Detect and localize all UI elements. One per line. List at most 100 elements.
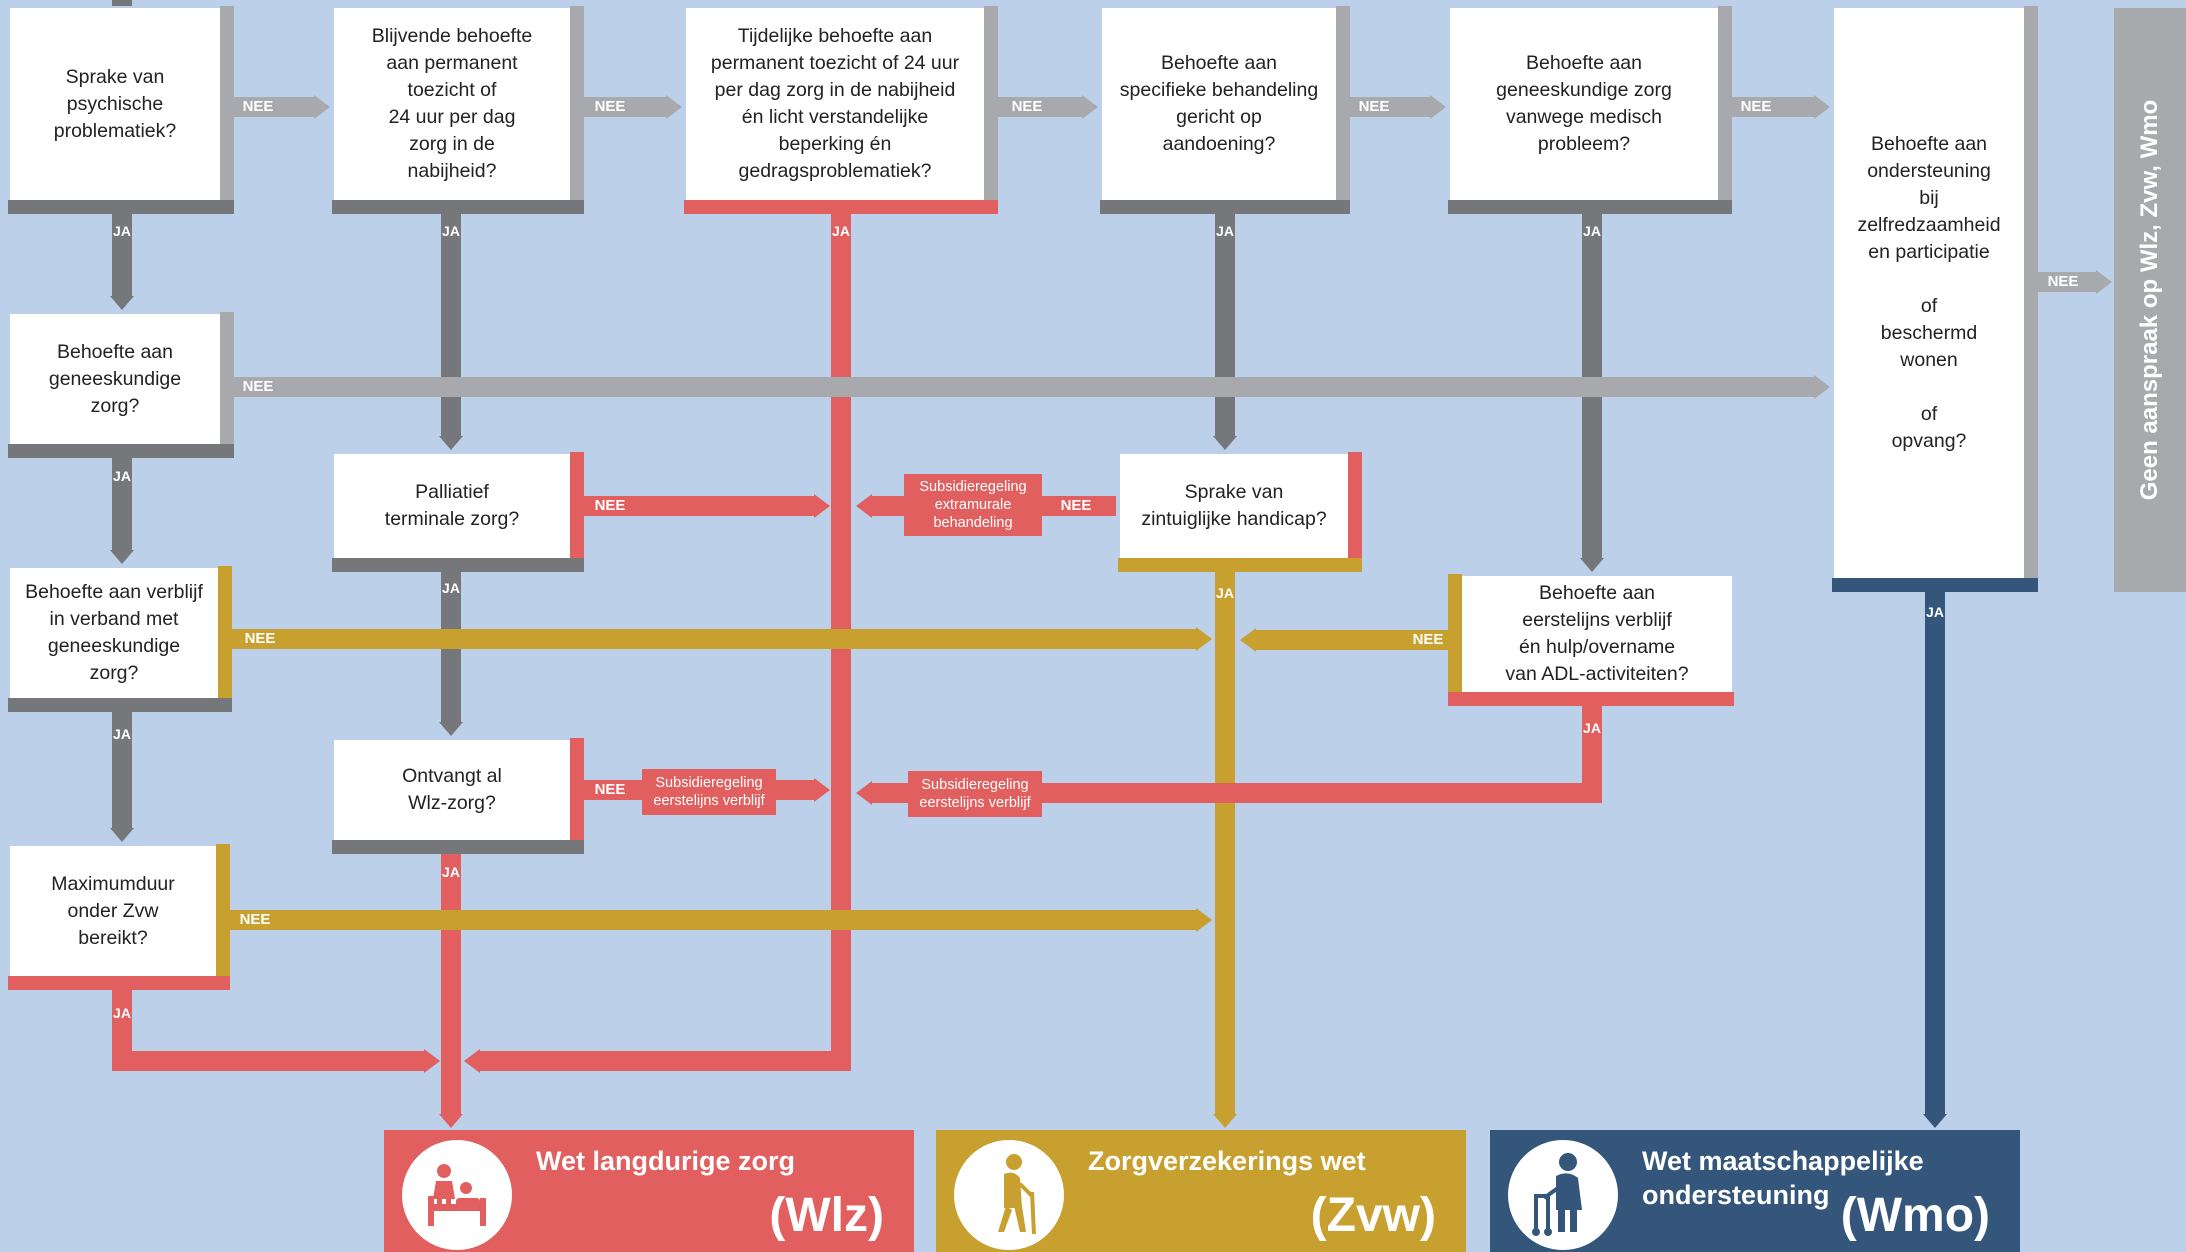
elderly-with-cane-icon	[954, 1140, 1064, 1250]
arrowhead	[1196, 627, 1212, 651]
label-nee: NEE	[1060, 497, 1092, 514]
label-ja: JA	[1926, 604, 1944, 620]
box-edge	[2024, 6, 2038, 578]
flow-line	[480, 1051, 851, 1071]
flow-line	[112, 0, 132, 6]
label-ja: JA	[1216, 585, 1234, 601]
question-tijdelijke-behoefte: Tijdelijke behoefte aan permanent toezic…	[686, 8, 984, 200]
outcome-wlz-title: Wet langdurige zorg	[536, 1146, 796, 1176]
box-edge	[220, 312, 234, 444]
arrowhead	[439, 1114, 463, 1128]
subsidie-eerstelijns-verblijf-right: Subsidieregeling eerstelijns verblijf	[908, 771, 1042, 817]
box-edge	[1336, 6, 1350, 200]
flow-line	[112, 458, 132, 550]
question-palliatief-terminale-zorg: Palliatief terminale zorg?	[334, 454, 570, 558]
label-ja: JA	[442, 864, 460, 880]
arrowhead	[814, 778, 830, 802]
flow-line	[112, 712, 132, 828]
box-edge	[8, 976, 230, 990]
box-edge	[1718, 6, 1732, 200]
flow-line	[584, 97, 666, 117]
outcome-wmo-title: Wet maatschappelijke	[1642, 1146, 1924, 1176]
box-edge	[984, 6, 998, 200]
arrowhead	[439, 436, 463, 450]
arrowhead	[2096, 270, 2112, 294]
person-with-walker-icon	[1508, 1140, 1618, 1250]
box-edge	[570, 452, 584, 558]
arrowhead	[110, 550, 134, 564]
box-edge	[1448, 692, 1734, 706]
flow-line	[234, 377, 1814, 397]
arrowhead	[1430, 95, 1446, 119]
arrowhead	[1196, 908, 1212, 932]
box-edge	[570, 738, 584, 840]
flow-line	[1215, 214, 1235, 436]
question-geneeskundige-zorg-medisch: Behoefte aan geneeskundige zorg vanwege …	[1450, 8, 1718, 200]
outcome-wlz-abbr: (Wlz)	[769, 1189, 884, 1242]
arrowhead	[1814, 95, 1830, 119]
label-nee: NEE	[1412, 631, 1444, 648]
geen-aanspraak-bar: Geen aanspraak op Wlz, Zvw, Wmo	[2114, 8, 2186, 592]
label-nee: NEE	[594, 98, 626, 115]
label-nee: NEE	[244, 630, 276, 647]
arrowhead	[110, 828, 134, 842]
label-ja: JA	[1216, 223, 1234, 239]
flow-line	[232, 629, 1196, 649]
arrowhead	[464, 1049, 480, 1073]
box-edge	[684, 200, 998, 214]
label-nee: NEE	[1740, 98, 1772, 115]
label-nee: NEE	[594, 497, 626, 514]
box-edge	[8, 698, 232, 712]
label-ja: JA	[832, 223, 850, 239]
label-nee: NEE	[1011, 98, 1043, 115]
box-edge	[332, 200, 584, 214]
geen-aanspraak-label: Geen aanspraak op Wlz, Zvw, Wmo	[2136, 99, 2163, 501]
subsidie-extramurale-behandeling: Subsidieregeling extramurale behandeling	[904, 474, 1042, 536]
label-ja: JA	[113, 223, 131, 239]
label-ja: JA	[113, 468, 131, 484]
person-at-bed-icon	[402, 1140, 512, 1250]
question-eerstelijns-verblijf: Behoefte aan eerstelijns verblijf én hul…	[1462, 576, 1732, 692]
arrowhead	[666, 95, 682, 119]
question-zelfredzaamheid: Behoefte aan ondersteuning bij zelfredza…	[1834, 8, 2024, 578]
flow-line	[1925, 592, 1945, 1114]
flow-line	[112, 990, 132, 1070]
box-edge	[1118, 558, 1362, 572]
arrowhead	[856, 781, 872, 805]
label-nee: NEE	[2047, 273, 2079, 290]
flow-line	[1350, 97, 1430, 117]
flow-line	[872, 783, 1602, 803]
label-ja: JA	[1583, 223, 1601, 239]
box-edge	[570, 6, 584, 200]
flow-line	[1732, 97, 1814, 117]
question-specifieke-behandeling: Behoefte aan specifieke behandeling geri…	[1102, 8, 1336, 200]
flow-line	[112, 1051, 424, 1071]
flow-line	[998, 97, 1082, 117]
box-edge	[1100, 200, 1350, 214]
outcome-zvw: Zorgverzekerings wet (Zvw)	[936, 1130, 1466, 1252]
label-nee: NEE	[242, 98, 274, 115]
outcome-wmo: Wet maatschappelijke ondersteuning (Wmo)	[1490, 1130, 2020, 1252]
flow-line	[230, 910, 1196, 930]
box-edge	[1832, 578, 2038, 592]
outcome-zvw-abbr: (Zvw)	[1310, 1189, 1436, 1242]
box-edge	[332, 558, 584, 572]
label-ja: JA	[113, 1005, 131, 1021]
label-nee: NEE	[1358, 98, 1390, 115]
arrowhead	[439, 722, 463, 736]
box-edge	[8, 200, 234, 214]
question-verblijf-geneeskundige-zorg: Behoefte aan verblijf in verband met gen…	[10, 568, 218, 698]
arrowhead	[314, 95, 330, 119]
outcome-zvw-title: Zorgverzekerings wet	[1088, 1146, 1366, 1176]
label-ja: JA	[113, 726, 131, 742]
arrowhead	[110, 296, 134, 310]
box-edge	[1448, 574, 1462, 692]
flow-line	[1215, 572, 1235, 1114]
flow-line	[234, 97, 314, 117]
arrowhead	[1814, 375, 1830, 399]
outcome-wlz: Wet langdurige zorg (Wlz)	[384, 1130, 914, 1252]
question-geneeskundige-zorg: Behoefte aan geneeskundige zorg?	[10, 314, 220, 444]
arrowhead	[1580, 558, 1604, 572]
